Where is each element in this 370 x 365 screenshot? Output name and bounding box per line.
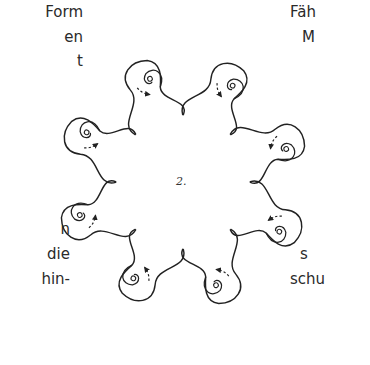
figure-number: 2. (176, 176, 187, 187)
text-fragment: en (64, 30, 83, 45)
text-fragment: n (60, 222, 70, 237)
text-fragment: s (300, 247, 308, 262)
text-fragment: hin- (41, 272, 70, 287)
text-fragment: Fäh (290, 5, 316, 20)
text-fragment: Form (45, 5, 83, 20)
text-fragment: t (77, 54, 83, 69)
text-fragment: M (302, 30, 315, 45)
text-fragment: die (47, 247, 70, 262)
text-fragment: schu (290, 272, 325, 287)
